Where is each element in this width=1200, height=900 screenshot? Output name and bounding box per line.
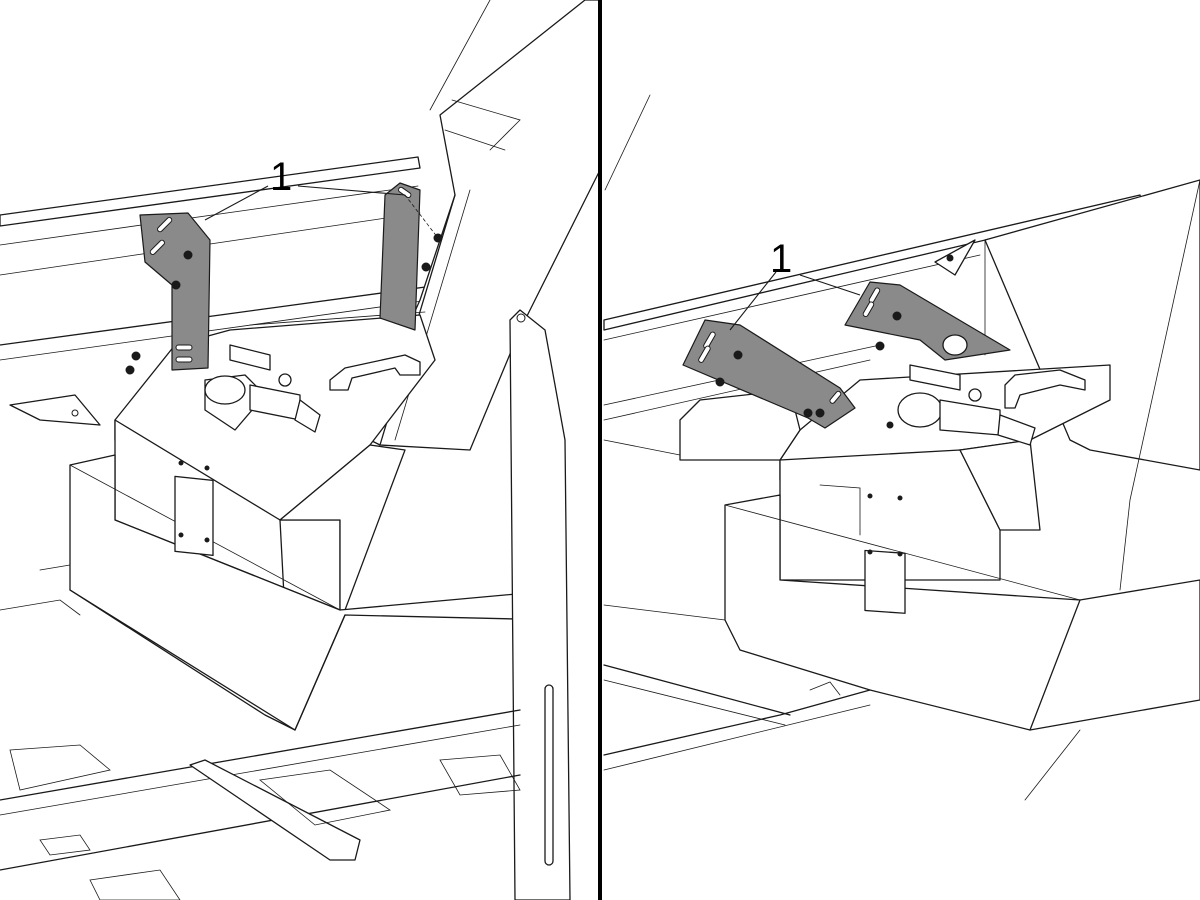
floor-rails-left [0,564,521,900]
panel-divider [598,0,602,900]
mounting-bracket-left-b [379,182,421,331]
right-panel: 1 [603,94,1200,801]
leader-line-left-b [297,185,406,196]
mounting-bracket-right-b [844,281,1011,361]
left-panel: 1 [0,0,601,900]
cover-plate-left [174,460,214,557]
floor-rails-right [603,439,1081,801]
frame-post-left [509,309,571,900]
screws-right [715,254,954,429]
side-shelf-left [9,394,101,426]
callout-label-right: 1 [770,237,792,281]
screws-left [125,194,443,375]
cover-plates-right [819,484,906,614]
leader-line-left-a [204,185,269,221]
callout-left: 1 [204,155,406,221]
drain-valve-right [897,364,1036,446]
leader-line-right-a [729,271,777,331]
mounting-bracket-right-a [682,319,856,429]
mounting-bracket-left-a [139,212,211,371]
leader-line-right-b [799,274,861,296]
callout-right: 1 [729,237,861,331]
open-lid-right [604,94,1200,591]
drain-valve-left [204,344,321,433]
callout-label-left: 1 [270,155,292,199]
